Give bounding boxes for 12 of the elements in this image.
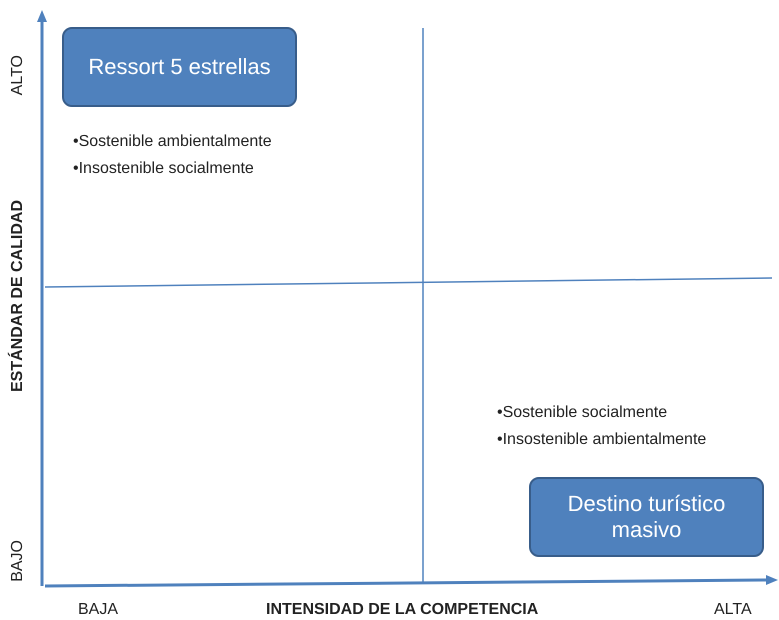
axis-tick-label: BAJA	[78, 601, 118, 620]
axis-tick-label: ALTA	[714, 601, 752, 620]
axis-tick-label: BAJO	[9, 540, 27, 582]
quadrant-box: Destino turístico masivo	[529, 477, 764, 557]
axis-title: ESTÁNDAR DE CALIDAD	[9, 200, 27, 392]
bullet-item: •Sostenible ambientalmente	[73, 133, 272, 152]
bullet-item: •Insostenible socialmente	[73, 160, 254, 178]
bullet-item: •Insostenible ambientalmente	[497, 431, 706, 450]
axis-tick-label: ALTO	[9, 55, 27, 96]
quadrant-box: Ressort 5 estrellas	[62, 27, 297, 107]
axis-title: INTENSIDAD DE LA COMPETENCIA	[266, 601, 538, 620]
bullet-item: •Sostenible socialmente	[497, 404, 668, 422]
